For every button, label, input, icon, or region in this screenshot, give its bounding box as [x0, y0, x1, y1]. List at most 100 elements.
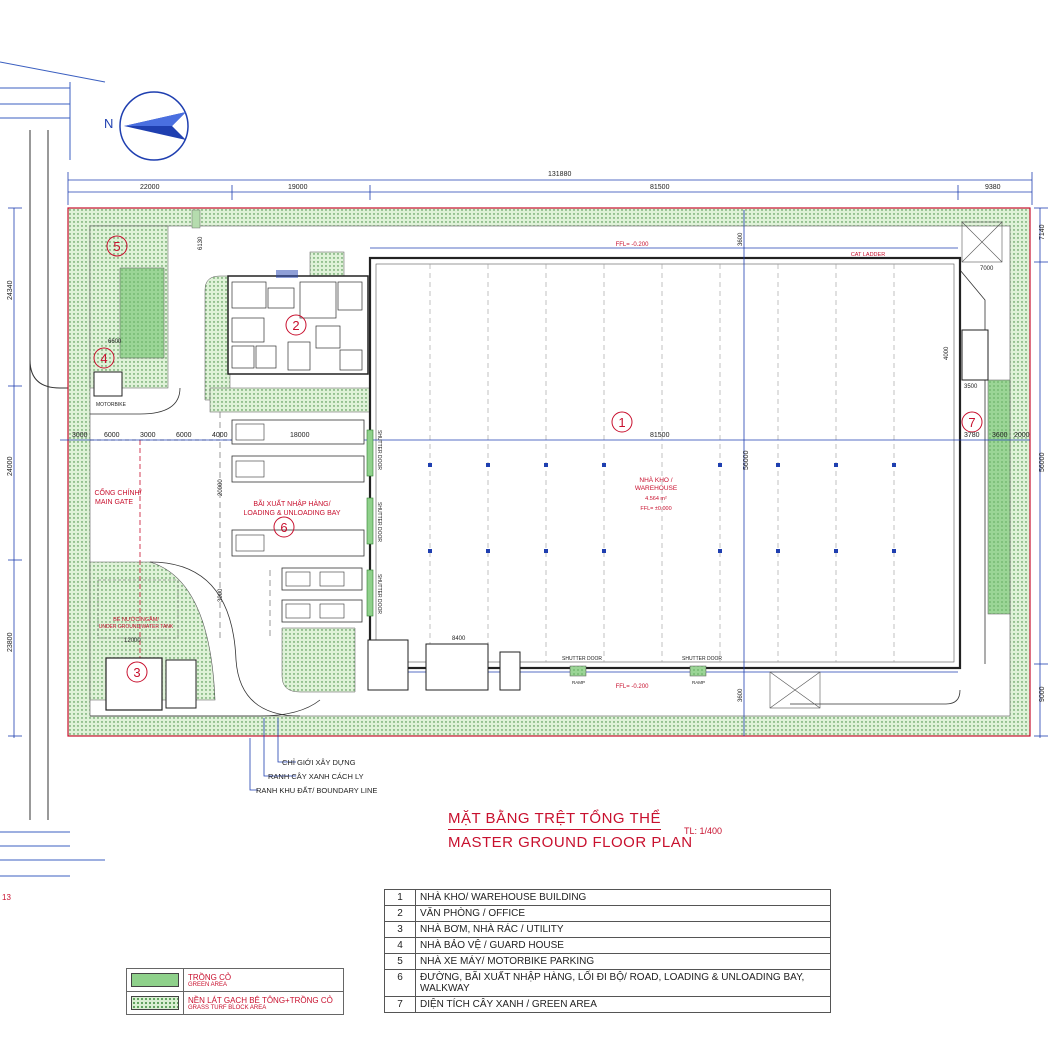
page-number: 13: [2, 893, 11, 902]
dim-right-small-2: 3600: [992, 432, 1008, 439]
dim-top-4: 9380: [985, 184, 1001, 191]
dim-misc-11: 3000: [218, 588, 224, 602]
ffl-bottom-label: FFL= -0.200: [616, 684, 650, 690]
dim-misc-8: 4000: [944, 346, 950, 360]
dim-misc-9: 3500: [964, 384, 978, 390]
office-stair: [276, 270, 298, 278]
title-scale: TL: 1/400: [684, 826, 723, 836]
motorbike-label: MOTORBIKE: [96, 402, 127, 408]
area-markers: [93, 235, 983, 683]
legend-text: DIỆN TÍCH CÂY XANH / GREEN AREA: [415, 996, 831, 1013]
motorbike-parking: [119, 267, 165, 359]
warehouse-ffl-label: FFL= ±0.000: [640, 506, 671, 512]
key-vn: TRỒNG CỎ: [188, 972, 232, 982]
dim-misc-6: 8400: [452, 636, 466, 642]
south-rooms: [367, 639, 521, 691]
green-area-bay: [281, 627, 356, 693]
legend-text: ĐƯỜNG, BÃI XUẤT NHẬP HÀNG, LỐI ĐI BỘ/ RO…: [415, 969, 831, 997]
shutter-door-label-2: SHUTTER DOOR: [376, 502, 382, 542]
warehouse-area-label: 4.564 m²: [645, 496, 667, 502]
warehouse-inner-wall: [375, 263, 955, 663]
dim-top-1: 22000: [140, 184, 160, 191]
legend-text: VĂN PHÒNG / OFFICE: [415, 905, 831, 922]
dim-right-small-1: 3780: [964, 432, 980, 439]
green-buffer-label: RANH CÂY XANH CÁCH LY: [268, 772, 364, 781]
legend-num: 2: [384, 905, 416, 922]
dim-warehouse-width: 81500: [650, 432, 670, 439]
shutter-door-label-1: SHUTTER DOOR: [376, 430, 382, 470]
dim-right-3: 9000: [1039, 686, 1046, 702]
legend-num: 6: [384, 969, 416, 997]
key-swatch-cell: [126, 991, 184, 1015]
column-dots: [428, 463, 896, 553]
warehouse-name-label: NHÀ KHO /: [639, 475, 672, 484]
grass-turf-swatch: [131, 996, 179, 1010]
dim-left-3: 23800: [7, 632, 14, 652]
dim-misc-10: 20000: [218, 479, 224, 496]
key-en: GRASS TURF BLOCK AREA: [188, 1004, 267, 1011]
marker-5: 5: [113, 239, 120, 254]
internal-roads: [90, 269, 986, 717]
green-strip-office: [209, 387, 371, 413]
dim-bay-5: 4000: [212, 432, 228, 439]
dim-left-1: 24340: [7, 280, 14, 300]
setback-label: CHỈ GIỚI XÂY DỰNG: [282, 758, 356, 767]
warehouse-en-label: WAREHOUSE: [635, 485, 678, 492]
loading-bay: [231, 419, 365, 623]
legend-num: 3: [384, 921, 416, 938]
dim-top-3: 81500: [650, 184, 670, 191]
dim-misc-5: 12000: [124, 638, 141, 644]
ramp-label-2: RAMP: [692, 680, 705, 685]
street-lines: [29, 130, 70, 820]
legend-text: NHÀ BƠM, NHÀ RÁC / UTILITY: [415, 921, 831, 938]
loading-bay-en-label: LOADING & UNLOADING BAY: [243, 510, 340, 517]
callout-lines: [249, 718, 296, 791]
main-gate-vn-label: CỔNG CHÍNH/: [94, 488, 141, 497]
office-building: [227, 275, 369, 375]
right-dimension-lines: [1034, 207, 1048, 738]
dim-total: 131880: [548, 171, 571, 178]
office-rooms: [231, 281, 363, 371]
dim-misc-3: 3600: [738, 688, 744, 702]
dim-bay-1: 3000: [72, 432, 88, 439]
legend-text: NHÀ KHO/ WAREHOUSE BUILDING: [415, 889, 831, 906]
dim-misc-4: 6600: [108, 339, 122, 345]
cross-hatch-area: [769, 221, 1003, 709]
legend-text: NHÀ XE MÁY/ MOTORBIKE PARKING: [415, 953, 831, 970]
pump-house: [105, 657, 163, 711]
dim-misc-2: 3600: [738, 232, 744, 246]
ffl-top-label: FFL= -0.200: [616, 242, 650, 248]
marker-1: 1: [618, 415, 625, 430]
dim-misc-1: 6130: [198, 236, 204, 250]
green-area-small: [309, 251, 345, 277]
truck-icons: [235, 423, 345, 619]
legend-num: 7: [384, 996, 416, 1013]
marker-7: 7: [968, 415, 975, 430]
north-arrow-icon: N: [104, 91, 189, 161]
shutter-door-label-4: SHUTTER DOOR: [562, 656, 602, 662]
green-area-swatch: [131, 973, 179, 987]
water-tank-en-label: UNDER GROUND WATER TANK: [99, 624, 174, 630]
marker-4: 4: [100, 351, 107, 366]
water-tank: [97, 579, 179, 639]
ramps: [569, 665, 707, 677]
north-label: N: [104, 116, 113, 131]
legend-num: 1: [384, 889, 416, 906]
ramp-label-1: RAMP: [572, 680, 585, 685]
dim-bay-4: 6000: [176, 432, 192, 439]
dim-left-2: 24000: [7, 456, 14, 476]
marker-2: 2: [292, 318, 299, 333]
left-dimension-lines: [8, 207, 22, 738]
dim-right-2: 56000: [1039, 452, 1046, 472]
utility-room-east: [961, 329, 989, 381]
marker-3: 3: [133, 665, 140, 680]
